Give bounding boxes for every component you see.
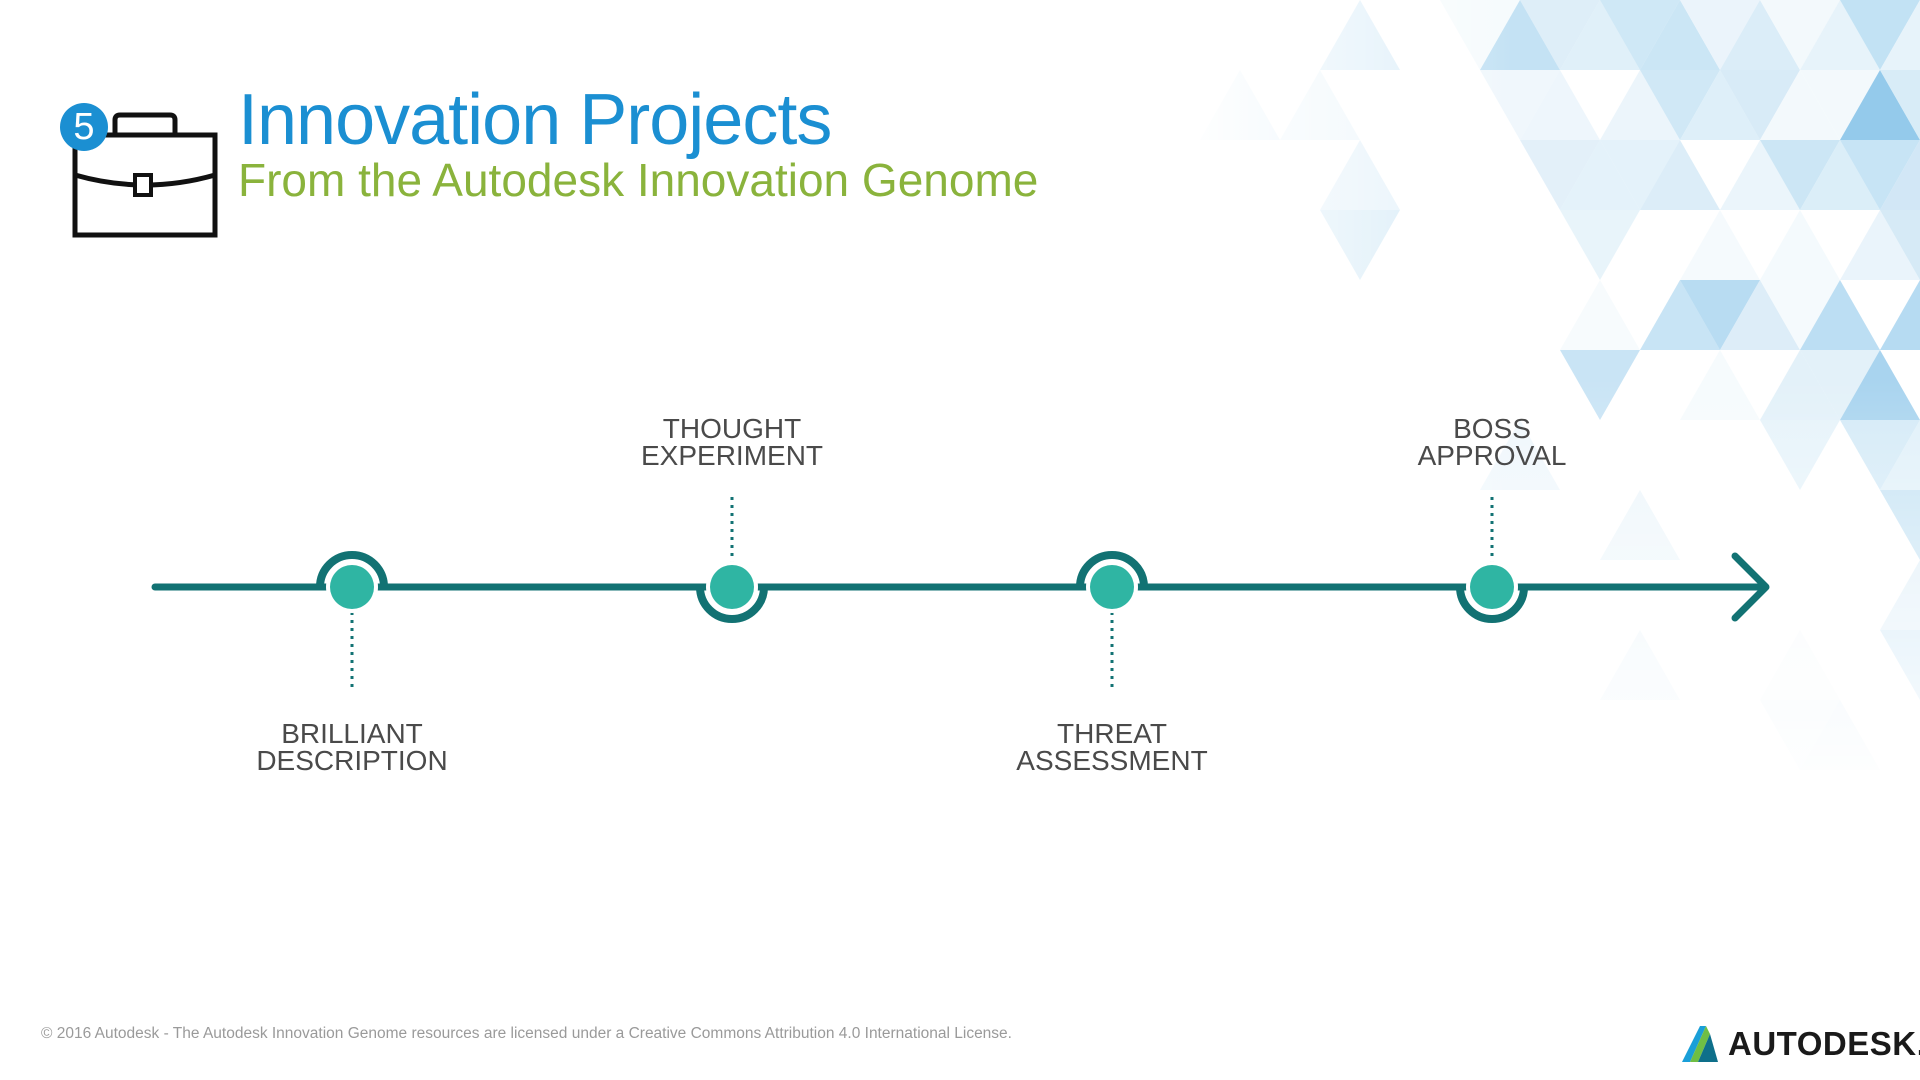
page-title: Innovation Projects [238, 80, 832, 160]
stage-node-ring [316, 551, 388, 588]
stage-node [710, 565, 754, 609]
stage-node [1090, 565, 1134, 609]
copyright-notice: © 2016 Autodesk - The Autodesk Innovatio… [41, 1025, 1012, 1042]
autodesk-logo: AUTODESK. [1680, 1024, 1920, 1064]
page-subtitle: From the Autodesk Innovation Genome [238, 154, 1039, 206]
stage-node-ring [1076, 551, 1148, 588]
briefcase-icon [72, 112, 218, 238]
step-number-badge: 5 [60, 103, 108, 151]
stage-node-ring [1456, 586, 1528, 623]
stage-node [330, 565, 374, 609]
autodesk-logo-icon [1682, 1026, 1718, 1062]
stage-node [1470, 565, 1514, 609]
autodesk-logo-text: AUTODESK. [1728, 1025, 1920, 1062]
background-fade-vertical [1180, 0, 1920, 1080]
timeline-arrowhead [1731, 552, 1770, 622]
stage-node-ring [696, 586, 768, 623]
